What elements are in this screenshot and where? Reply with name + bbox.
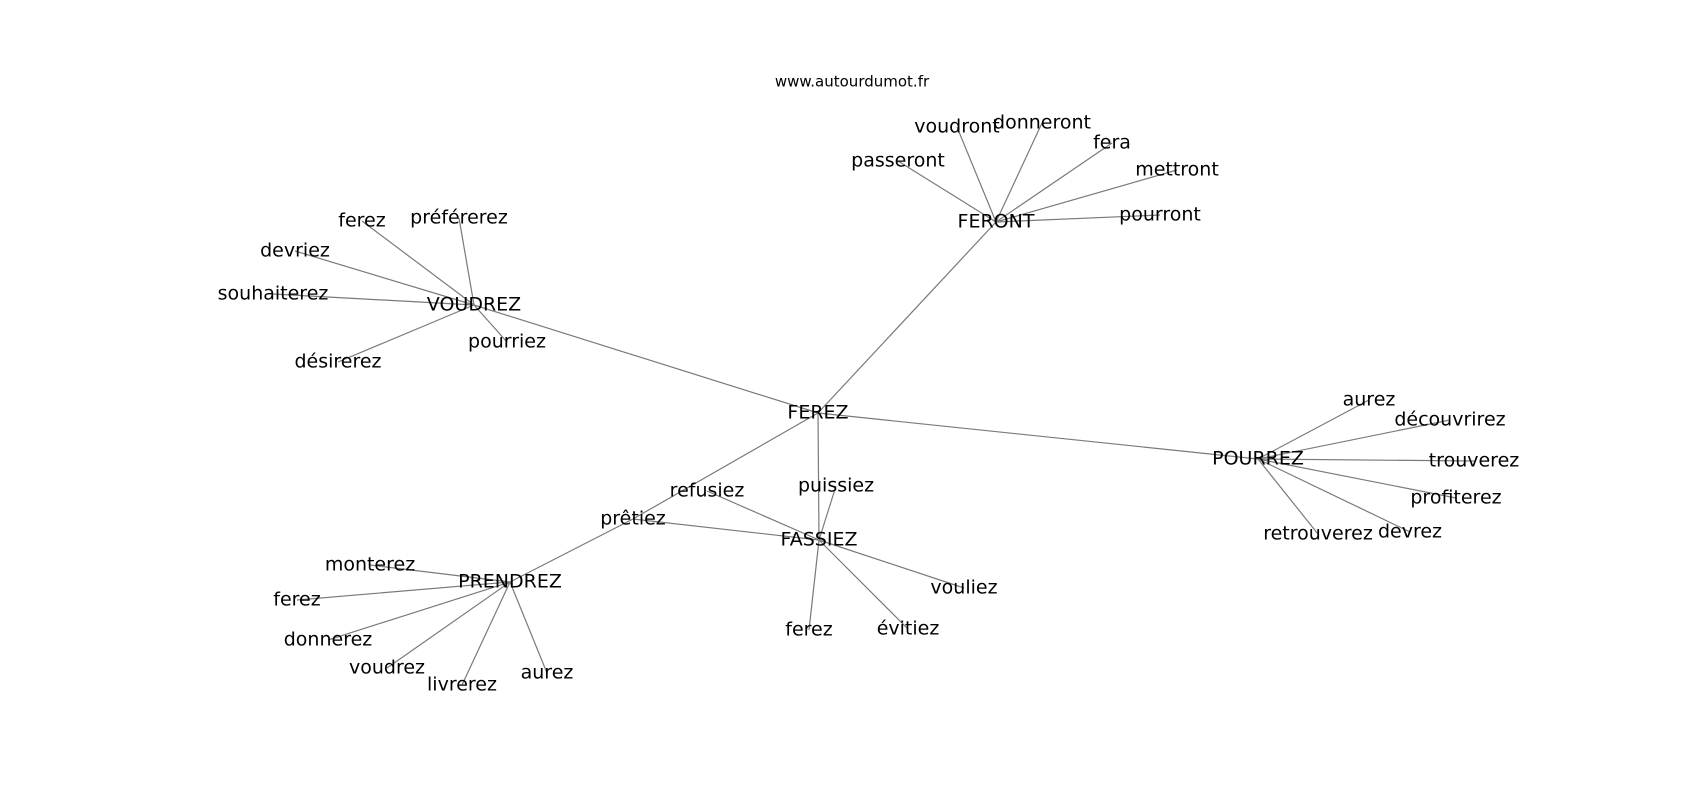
edge-n1-n6 bbox=[995, 169, 1178, 223]
edge-n8-n10 bbox=[458, 217, 475, 306]
edge-n29-n33 bbox=[386, 581, 511, 669]
edge-n15-n16 bbox=[1257, 399, 1370, 460]
node-label-n17: découvrirez bbox=[1394, 409, 1505, 431]
edge-n15-n17 bbox=[1257, 419, 1451, 460]
graph-nodes: FEREZFERONTpasserontvoudrontdonnerontfer… bbox=[218, 112, 1520, 696]
edge-n8-n12 bbox=[272, 293, 475, 306]
edge-n29-n32 bbox=[327, 581, 511, 641]
node-label-n12: souhaiterez bbox=[218, 283, 329, 305]
node-label-n6: mettront bbox=[1135, 159, 1219, 181]
edge-n0-n15 bbox=[817, 412, 1259, 460]
edge-n22-n24 bbox=[706, 490, 820, 541]
node-label-n20: devrez bbox=[1378, 521, 1442, 543]
node-label-n9: ferez bbox=[338, 210, 385, 232]
edge-n0-n1 bbox=[817, 221, 997, 414]
node-label-n29: PRENDREZ bbox=[458, 571, 562, 593]
edge-n22-n27 bbox=[818, 539, 909, 630]
node-label-n27: évitiez bbox=[877, 618, 940, 640]
edge-n15-n19 bbox=[1257, 458, 1457, 499]
node-label-n24: refusiez bbox=[670, 480, 745, 502]
edge-n0-n25 bbox=[632, 412, 819, 520]
edge-n22-n23 bbox=[818, 485, 837, 541]
node-label-n2: passeront bbox=[851, 150, 945, 172]
node-label-n5: fera bbox=[1093, 132, 1131, 154]
node-label-n34: livrerez bbox=[427, 674, 497, 696]
node-label-n25: prêtiez bbox=[600, 508, 666, 530]
edge-n1-n7 bbox=[995, 214, 1161, 223]
edge-n22-n26 bbox=[818, 539, 965, 589]
edge-n22-n25 bbox=[632, 518, 820, 541]
node-label-n15: POURREZ bbox=[1212, 448, 1304, 470]
graph-edges bbox=[272, 122, 1475, 686]
edge-n1-n5 bbox=[995, 142, 1113, 223]
edge-n25-n29 bbox=[509, 518, 634, 583]
node-label-n0: FEREZ bbox=[787, 402, 848, 424]
edge-n15-n18 bbox=[1257, 458, 1475, 462]
edge-n8-n13 bbox=[337, 304, 475, 363]
edge-n1-n3 bbox=[956, 126, 997, 223]
node-label-n35: aurez bbox=[521, 662, 574, 684]
edge-n22-n28 bbox=[808, 539, 820, 631]
node-label-n28: ferez bbox=[785, 619, 832, 641]
edge-n29-n31 bbox=[296, 581, 511, 601]
node-label-n13: désirerez bbox=[294, 351, 381, 373]
node-label-n21: retrouverez bbox=[1263, 523, 1373, 545]
node-label-n32: donnerez bbox=[284, 629, 373, 651]
node-label-n18: trouverez bbox=[1429, 450, 1520, 472]
source-label: www.autourdumot.fr bbox=[775, 73, 930, 91]
edge-n29-n35 bbox=[509, 581, 548, 674]
edge-n15-n21 bbox=[1257, 458, 1319, 535]
node-label-n11: devriez bbox=[260, 240, 330, 262]
edge-n29-n30 bbox=[369, 564, 511, 583]
edge-n0-n8 bbox=[473, 304, 819, 414]
node-label-n19: profiterez bbox=[1410, 487, 1501, 509]
edge-n1-n2 bbox=[897, 160, 997, 223]
node-label-n1: FERONT bbox=[958, 211, 1035, 233]
edge-n1-n4 bbox=[995, 122, 1043, 223]
node-label-n3: voudront bbox=[914, 116, 999, 138]
node-label-n30: monterez bbox=[325, 554, 415, 576]
node-label-n16: aurez bbox=[1343, 389, 1396, 411]
edge-n15-n20 bbox=[1257, 458, 1411, 533]
node-label-n7: pourront bbox=[1119, 204, 1201, 226]
node-label-n22: FASSIEZ bbox=[781, 529, 858, 551]
node-label-n8: VOUDREZ bbox=[427, 294, 521, 316]
node-label-n23: puissiez bbox=[798, 475, 874, 497]
edge-n8-n9 bbox=[361, 220, 475, 306]
edge-n0-n22 bbox=[817, 412, 820, 541]
node-label-n26: vouliez bbox=[930, 577, 997, 599]
node-label-n4: donneront bbox=[993, 112, 1091, 134]
node-label-n10: préférerez bbox=[410, 207, 508, 229]
node-label-n33: voudrez bbox=[349, 657, 425, 679]
node-label-n14: pourriez bbox=[468, 331, 546, 353]
edge-n8-n14 bbox=[473, 304, 508, 343]
edge-n29-n34 bbox=[461, 581, 511, 686]
edge-n8-n11 bbox=[294, 250, 475, 306]
node-label-n31: ferez bbox=[273, 589, 320, 611]
